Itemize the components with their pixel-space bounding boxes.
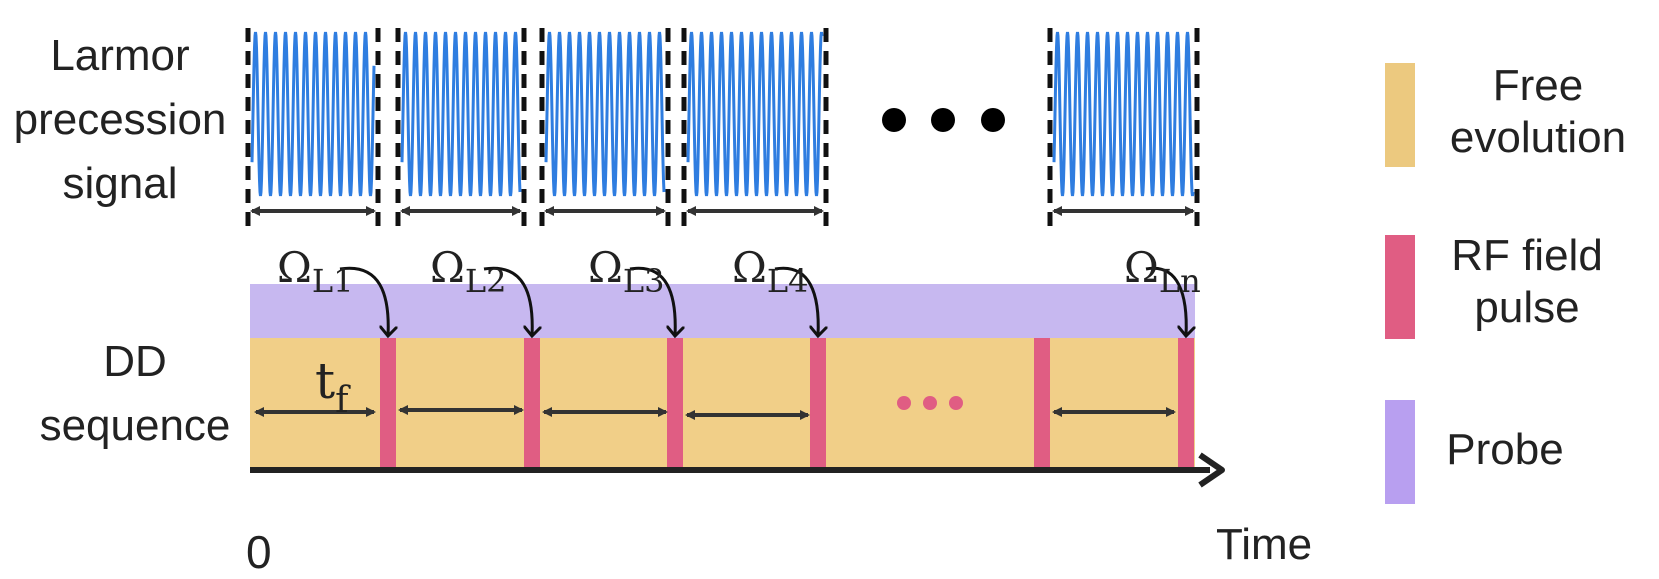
- omega-symbol: Ω: [430, 243, 465, 292]
- probe-band: [250, 284, 1195, 338]
- axis-time-label: Time: [1216, 520, 1313, 569]
- omega-symbol: Ω: [277, 243, 312, 292]
- omega-to-pulse-arrow-3: [629, 266, 675, 336]
- axis-origin-label: 0: [246, 526, 272, 578]
- legend-rf-line-1: RF field: [1451, 231, 1603, 280]
- precession-wave: [1052, 31, 1195, 197]
- legend-label-free: Free evolution: [1438, 60, 1638, 164]
- omega-label-2: ΩL2: [430, 243, 506, 300]
- precession-wave: [686, 31, 824, 197]
- rf-pulse-6: [1178, 338, 1194, 468]
- free-time-symbol: t: [315, 352, 336, 410]
- legend-swatch-probe: [1385, 400, 1415, 504]
- omega-to-pulse-arrow-4: [774, 266, 818, 336]
- rf-pulse-5: [1034, 338, 1050, 468]
- free-time-label: tf: [315, 352, 348, 421]
- precession-wave: [400, 31, 522, 197]
- omega-sub: Ln: [1158, 262, 1201, 300]
- signal-window-5: [1047, 28, 1200, 228]
- signal-ellipsis-dot-3: [981, 108, 1005, 132]
- omega-to-pulse-arrow-1: [339, 266, 388, 336]
- rf-pulse-4: [810, 338, 826, 468]
- larmor-line-2: precession: [13, 95, 227, 144]
- signal-ellipsis-dot-2: [931, 108, 955, 132]
- sequence-ellipsis-dot-1: [897, 396, 911, 410]
- rf-pulse-1: [380, 338, 396, 468]
- omega-symbol: Ω: [732, 243, 767, 292]
- omega-sub: L3: [622, 262, 665, 300]
- precession-wave: [250, 31, 376, 197]
- rf-pulse-3: [667, 338, 683, 468]
- legend-free-line-1: Free: [1492, 61, 1584, 110]
- omega-symbol: Ω: [588, 243, 623, 292]
- rf-pulse-2: [524, 338, 540, 468]
- signal-window-1: [245, 28, 381, 228]
- dd-line-1: DD: [103, 337, 167, 386]
- legend-swatch-free: [1385, 63, 1415, 167]
- larmor-signal-label: Larmor precession signal: [0, 24, 240, 216]
- larmor-line-1: Larmor: [50, 31, 190, 80]
- omega-symbol: Ω: [1124, 243, 1159, 292]
- dd-line-2: sequence: [39, 401, 231, 450]
- omega-label-5: ΩLn: [1124, 243, 1201, 300]
- dd-sequence-label: DD sequence: [15, 330, 255, 458]
- time-axis-arrowhead: [1198, 452, 1225, 488]
- free-time-sub: f: [335, 380, 349, 421]
- signal-ellipsis-dot-1: [882, 108, 906, 132]
- larmor-line-3: signal: [62, 159, 178, 208]
- legend-label-probe: Probe: [1405, 424, 1605, 476]
- omega-label-3: ΩL3: [588, 243, 664, 300]
- signal-window-2: [395, 28, 527, 228]
- sequence-ellipsis-dot-2: [923, 396, 937, 410]
- omega-sub: L1: [311, 262, 354, 300]
- omega-label-1: ΩL1: [277, 243, 353, 300]
- legend-rf-line-2: pulse: [1474, 283, 1580, 332]
- legend-probe-line-1: Probe: [1446, 425, 1564, 474]
- omega-sub: L2: [464, 262, 507, 300]
- omega-to-pulse-arrow-5: [1145, 266, 1186, 336]
- legend-label-rf: RF field pulse: [1427, 230, 1627, 334]
- legend-swatch-rf: [1385, 235, 1415, 339]
- omega-sub: L4: [766, 262, 809, 300]
- precession-wave: [544, 31, 666, 197]
- omega-label-4: ΩL4: [732, 243, 808, 300]
- sequence-ellipsis-dot-3: [949, 396, 963, 410]
- legend-free-line-2: evolution: [1449, 113, 1627, 162]
- omega-to-pulse-arrow-2: [483, 266, 532, 336]
- signal-window-3: [539, 28, 671, 228]
- signal-window-4: [681, 28, 829, 228]
